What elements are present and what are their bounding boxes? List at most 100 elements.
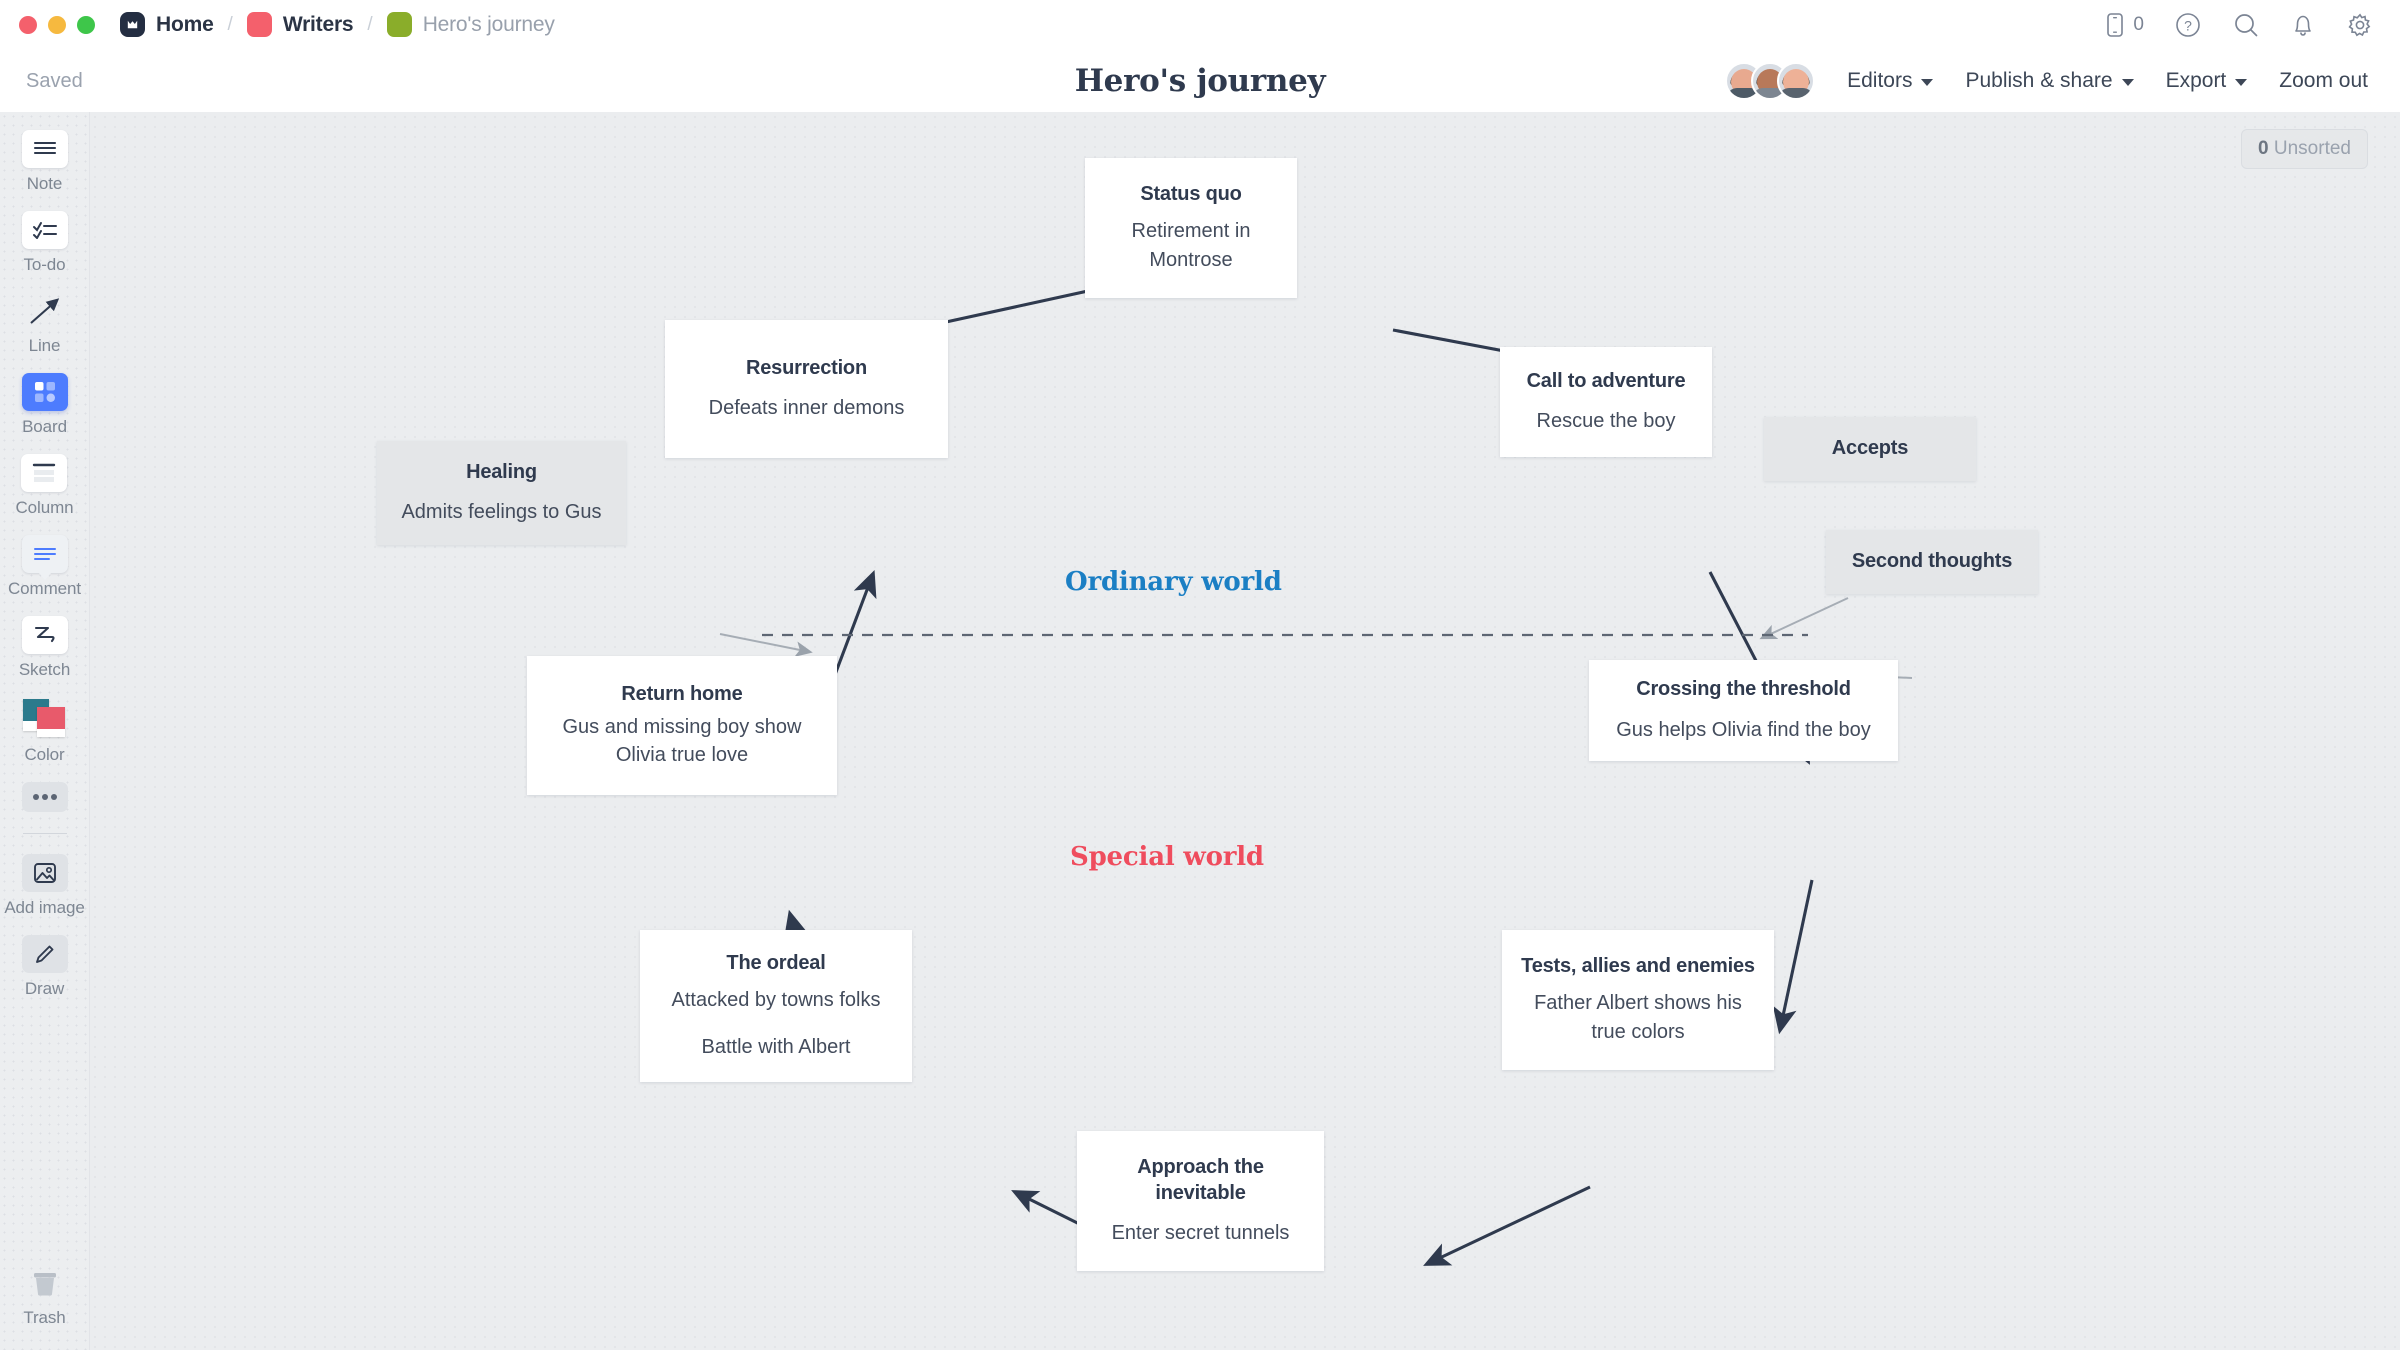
publish-share-menu[interactable]: Publish & share (1965, 69, 2134, 93)
unsorted-label: Unsorted (2273, 138, 2351, 159)
zoom-out-button[interactable]: Zoom out (2279, 69, 2368, 93)
minimize-window-button[interactable] (48, 15, 66, 34)
card-title: Return home (621, 682, 743, 705)
editor-avatars[interactable] (1725, 62, 1816, 100)
document-header: Saved Hero's journey Editors (0, 50, 2400, 112)
world-label-special: Special world (1070, 842, 1264, 872)
breadcrumb-separator-2: / (367, 13, 373, 35)
card-body-line: Gus helps Olivia find the boy (1616, 718, 1871, 741)
card-body-line: Rescue the boy (1536, 410, 1676, 433)
editors-menu[interactable]: Editors (1847, 69, 1934, 93)
breadcrumb-item-heros-journey[interactable]: Hero's journey (386, 12, 555, 37)
tool-note[interactable]: Note (21, 130, 68, 194)
tool-add-image[interactable]: Add image (4, 854, 85, 918)
color-swatches-icon (19, 697, 71, 739)
card-body-line: Admits feelings to Gus (401, 501, 602, 524)
card-body-line: Defeats inner demons (708, 397, 905, 420)
tool-trash[interactable]: Trash (22, 1264, 68, 1328)
mobile-icon-group[interactable]: 0 (2104, 12, 2144, 38)
help-icon[interactable]: ? (2174, 11, 2202, 39)
svg-text:?: ? (2184, 17, 2192, 33)
folder-square-icon-writers (246, 12, 272, 37)
card-status-quo[interactable]: Status quo Retirement in Montrose (1085, 158, 1297, 298)
more-dots-icon (21, 782, 68, 812)
unsorted-count: 0 (2258, 138, 2269, 159)
tool-board[interactable]: Board (21, 373, 68, 437)
checklist-icon (21, 211, 68, 249)
comment-icon (21, 535, 68, 580)
card-title: Tests, allies and enemies (1521, 955, 1755, 978)
page-title: Hero's journey (1074, 63, 1326, 99)
avatar[interactable] (1777, 62, 1816, 100)
card-title: Second thoughts (1851, 550, 2013, 573)
tool-label-draw: Draw (24, 979, 65, 998)
card-body-line: Gus and missing boy show (562, 715, 802, 738)
publish-share-menu-label: Publish & share (1965, 69, 2113, 92)
board-grid-icon (21, 373, 68, 411)
window-titlebar: Home / Writers / Hero's journey 0 ? (0, 0, 2400, 50)
card-title: Crossing the threshold (1636, 678, 1851, 701)
card-return-home[interactable]: Return home Gus and missing boy show Oli… (527, 656, 837, 795)
document-header-actions: Editors Publish & share Export Zoom out (1725, 62, 2368, 100)
tool-todo[interactable]: To-do (21, 211, 68, 275)
note-icon (21, 130, 68, 168)
tool-label-board: Board (22, 417, 67, 436)
unsorted-badge[interactable]: 0 Unsorted (2241, 129, 2368, 169)
line-arrow-icon (22, 292, 68, 330)
card-body-line: Enter secret tunnels (1111, 1222, 1290, 1245)
tool-more[interactable] (21, 782, 68, 812)
tool-label-trash: Trash (23, 1308, 66, 1327)
connector-healing-to-resurrection (719, 633, 813, 657)
tool-sketch[interactable]: Sketch (19, 616, 70, 680)
breadcrumb-item-home[interactable]: Home (120, 12, 214, 37)
breadcrumb-label-writers: Writers (282, 12, 354, 36)
card-call-to-adventure[interactable]: Call to adventure Rescue the boy (1500, 347, 1712, 457)
titlebar-actions: 0 ? (2104, 11, 2374, 39)
app-logo-icon (120, 12, 145, 37)
notifications-bell-icon[interactable] (2290, 11, 2316, 39)
tool-line[interactable]: Line (22, 292, 68, 356)
tool-color[interactable]: Color (19, 697, 71, 765)
board-canvas[interactable]: 0 Unsorted (90, 112, 2400, 1350)
card-second-thoughts[interactable]: Second thoughts (1826, 530, 2038, 594)
mobile-icon (2107, 12, 2124, 37)
card-body-line: Father Albert shows his (1534, 992, 1742, 1014)
breadcrumb-label-heros-journey: Hero's journey (422, 12, 555, 36)
card-crossing-the-threshold[interactable]: Crossing the threshold Gus helps Olivia … (1589, 660, 1898, 761)
tool-comment[interactable]: Comment (8, 535, 81, 599)
tool-label-note: Note (26, 174, 63, 193)
breadcrumb-label-home: Home (156, 12, 214, 36)
settings-gear-icon[interactable] (2346, 11, 2374, 39)
search-icon[interactable] (2232, 11, 2260, 39)
folder-square-icon-heros-journey (386, 12, 412, 37)
card-approach-the-inevitable[interactable]: Approach the inevitable Enter secret tun… (1077, 1131, 1324, 1271)
maximize-window-button[interactable] (77, 15, 95, 34)
tool-label-comment: Comment (8, 579, 81, 598)
card-body-line: Battle with Albert (701, 1035, 851, 1058)
export-menu-label: Export (2165, 69, 2227, 92)
export-menu[interactable]: Export (2166, 69, 2248, 93)
card-accepts[interactable]: Accepts (1764, 417, 1976, 481)
tool-column[interactable]: Column (16, 454, 74, 518)
card-title: The ordeal (726, 952, 826, 975)
save-status: Saved (26, 69, 83, 92)
connector-accepts-to-call (1759, 597, 1849, 640)
card-healing[interactable]: Healing Admits feelings to Gus (377, 441, 626, 545)
tool-draw[interactable]: Draw (21, 935, 68, 999)
card-resurrection[interactable]: Resurrection Defeats inner demons (665, 320, 948, 458)
close-window-button[interactable] (19, 15, 37, 34)
card-title: Healing (466, 460, 537, 483)
breadcrumb-item-writers[interactable]: Writers (246, 12, 354, 37)
card-the-ordeal[interactable]: The ordeal Attacked by towns folks Battl… (640, 930, 912, 1082)
card-title: Call to adventure (1526, 369, 1686, 392)
trash-icon (22, 1264, 68, 1302)
connector-tests-to-approach (1423, 1185, 1591, 1266)
rail-divider (22, 833, 67, 834)
tool-label-sketch: Sketch (18, 660, 71, 679)
tool-label-column: Column (15, 498, 74, 517)
card-tests-allies-enemies[interactable]: Tests, allies and enemies Father Albert … (1502, 930, 1774, 1070)
window-traffic-lights (19, 15, 95, 34)
draw-pencil-icon (21, 935, 68, 973)
add-image-icon (21, 854, 68, 892)
zoom-out-label: Zoom out (2279, 69, 2368, 92)
